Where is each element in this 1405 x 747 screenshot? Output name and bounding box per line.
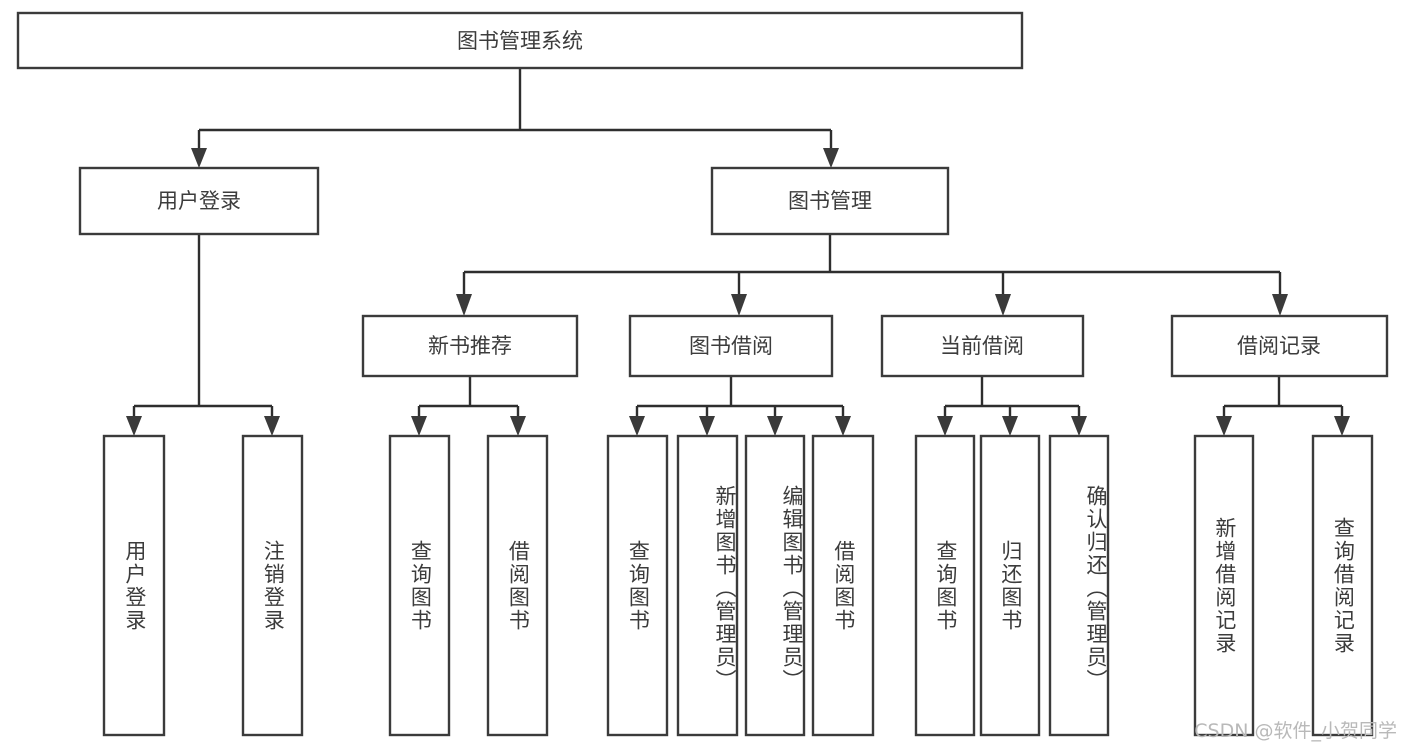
node-user-login-box[interactable] <box>78 166 320 236</box>
node-current-borrow-box[interactable] <box>880 314 1085 378</box>
node-leaf-query-book-borrow-box[interactable] <box>606 434 669 737</box>
node-book-borrow-label: 图书借阅 <box>689 334 773 358</box>
node-leaf-return-book-box[interactable] <box>979 434 1041 737</box>
node-current-borrow-label: 当前借阅 <box>940 334 1024 358</box>
node-new-book-recommend-box[interactable] <box>361 314 579 378</box>
node-leaf-logout-box[interactable] <box>241 434 304 737</box>
connector-newbook-to-leaves <box>411 376 526 436</box>
connector-root-to-level2 <box>191 68 839 168</box>
node-book-manage-box[interactable] <box>710 166 950 236</box>
node-borrow-record-label: 借阅记录 <box>1237 334 1321 358</box>
node-book-manage-label: 图书管理 <box>788 189 872 213</box>
node-leaf-add-record-box[interactable] <box>1193 434 1255 737</box>
node-leaf-query-book-rec-box[interactable] <box>388 434 451 737</box>
node-new-book-recommend-label: 新书推荐 <box>428 334 512 358</box>
watermark-text: CSDN @软件_小贺同学 <box>1194 720 1397 742</box>
node-leaf-add-book-box[interactable] <box>676 434 739 737</box>
connector-currentborrow-to-leaves <box>937 376 1087 436</box>
connector-bookborrow-to-leaves <box>629 376 851 436</box>
node-leaf-user-login-box[interactable] <box>102 434 166 737</box>
node-root-box[interactable] <box>16 11 1024 70</box>
node-book-borrow-box[interactable] <box>628 314 834 378</box>
node-borrow-record-box[interactable] <box>1170 314 1389 378</box>
node-leaf-borrow-book-rec-box[interactable] <box>486 434 549 737</box>
node-leaf-query-record-box[interactable] <box>1311 434 1374 737</box>
connector-bookmanage-to-level3 <box>456 234 1288 316</box>
connector-userlogin-to-leaves <box>126 234 280 436</box>
connector-borrowrecord-to-leaves <box>1216 376 1350 436</box>
node-user-login-label: 用户登录 <box>157 189 241 213</box>
node-leaf-edit-book-box[interactable] <box>744 434 806 737</box>
node-leaf-borrow-book-box[interactable] <box>811 434 875 737</box>
node-leaf-confirm-return-box[interactable] <box>1048 434 1110 737</box>
node-root-label: 图书管理系统 <box>457 29 583 53</box>
node-leaf-query-book-current-box[interactable] <box>914 434 976 737</box>
